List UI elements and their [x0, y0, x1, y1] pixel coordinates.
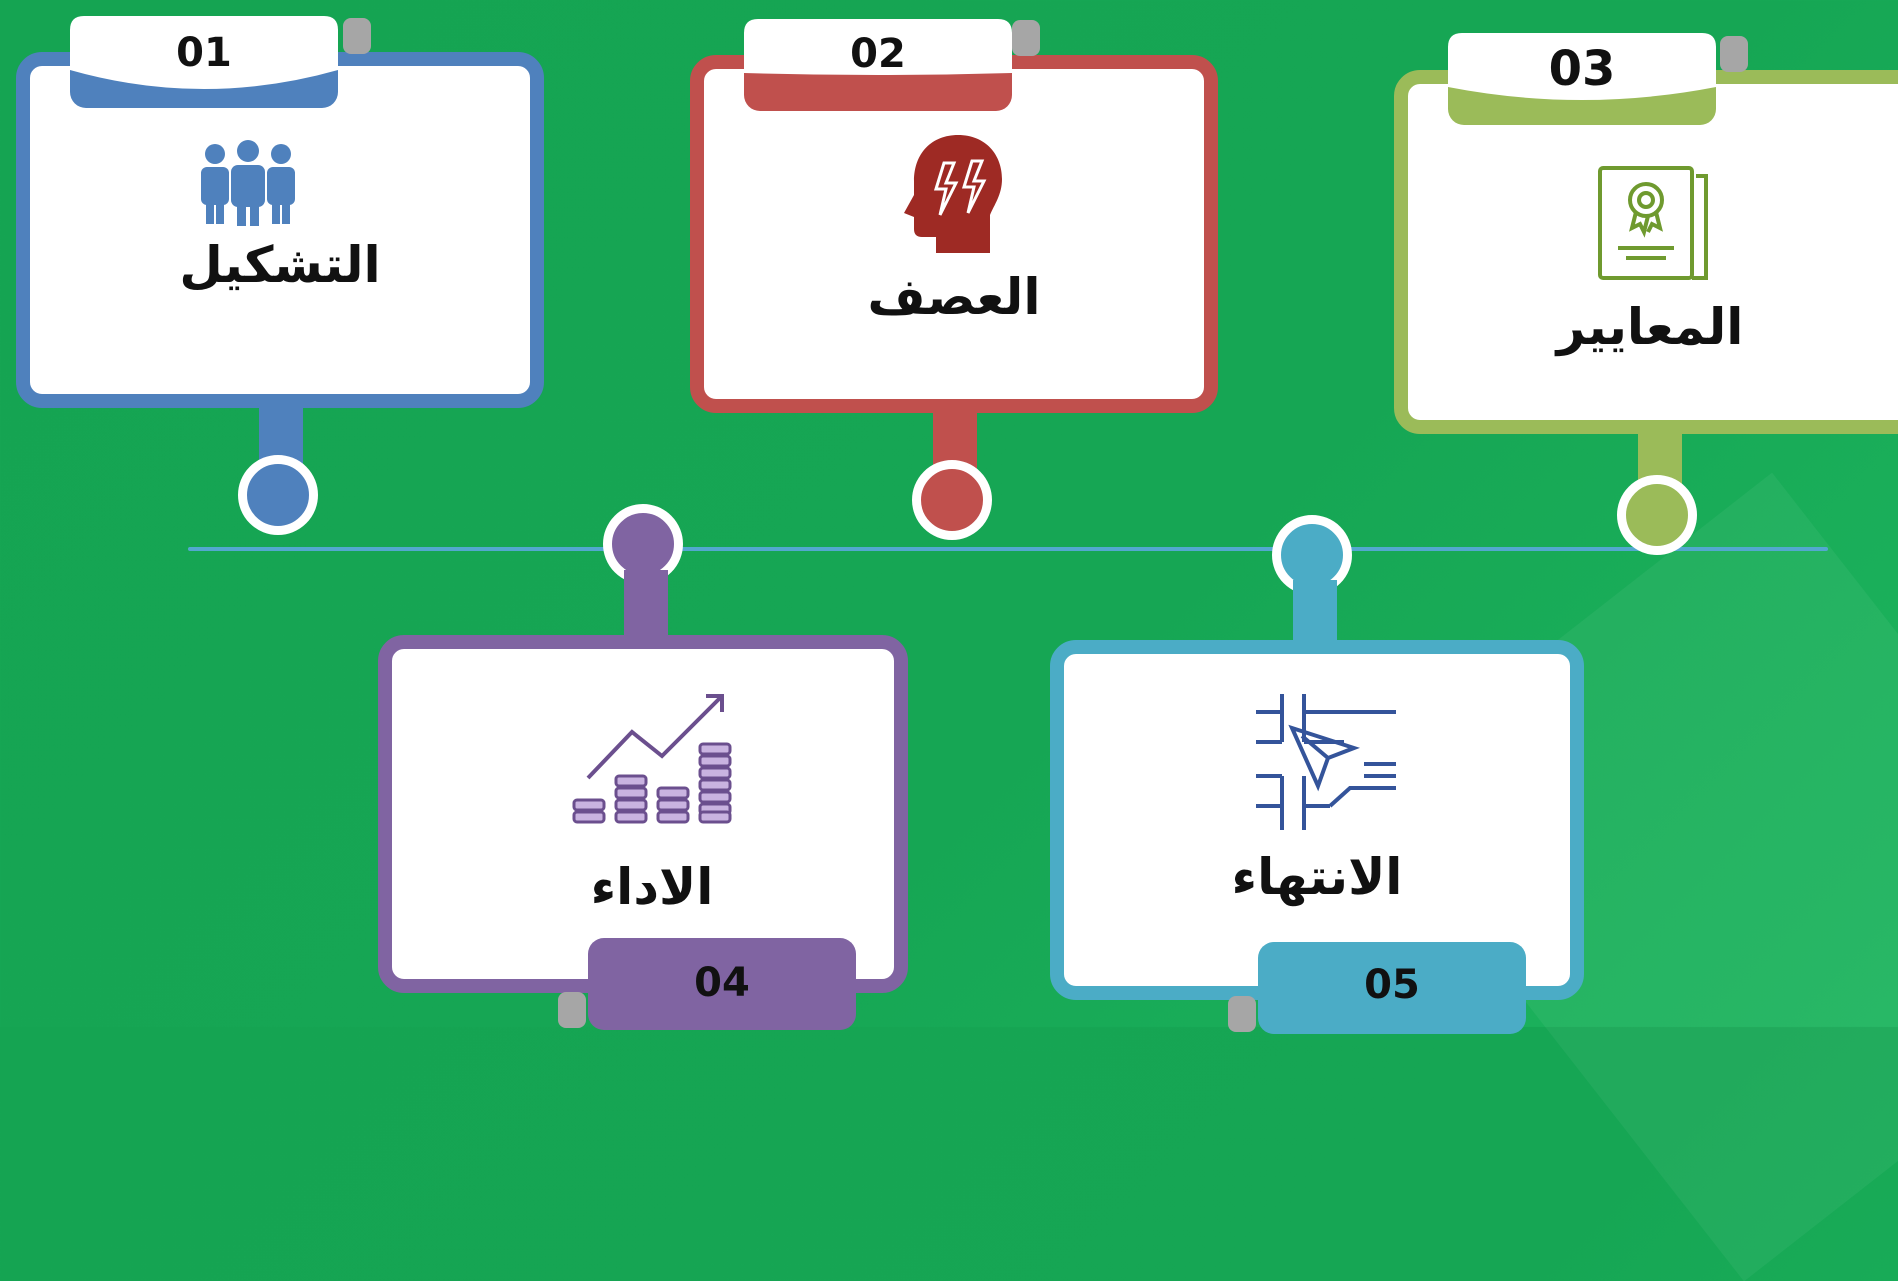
connector-knob	[1617, 475, 1697, 555]
step-number-tab: 04	[588, 938, 856, 1030]
step-card	[16, 52, 544, 408]
step-title: التشكيل	[179, 236, 381, 294]
step-number: 04	[694, 960, 750, 1006]
step-title: الانتهاء	[1231, 848, 1403, 906]
tab-fold	[558, 992, 586, 1028]
tab-fold	[343, 18, 371, 54]
step-number: 03	[1548, 41, 1616, 97]
tab-fold	[1720, 36, 1748, 72]
connector-knob	[238, 455, 318, 535]
navigation-arrow-icon	[1254, 692, 1398, 836]
growth-chart-coins-icon	[570, 692, 738, 830]
tab-fold	[1012, 20, 1040, 56]
step-number: 02	[850, 31, 906, 77]
tab-fold	[1228, 996, 1256, 1032]
connector-neck	[624, 570, 668, 642]
certificate-document-icon	[1596, 164, 1712, 286]
step-number: 01	[176, 30, 232, 76]
step-number-tab: 05	[1258, 942, 1526, 1034]
brainstorm-head-icon	[900, 133, 1004, 259]
step-title: الاداء	[590, 858, 714, 916]
step-title: العصف	[867, 268, 1041, 326]
timeline-line	[188, 547, 1828, 551]
step-title: المعايير	[1556, 298, 1744, 356]
step-number-tab: 03	[1448, 33, 1716, 125]
step-number-tab: 01	[70, 16, 338, 108]
step-number-tab: 02	[744, 19, 1012, 111]
connector-neck	[1293, 580, 1337, 648]
team-people-icon	[196, 140, 300, 230]
connector-knob	[912, 460, 992, 540]
step-number: 05	[1364, 962, 1420, 1008]
step-card	[1050, 640, 1584, 1000]
